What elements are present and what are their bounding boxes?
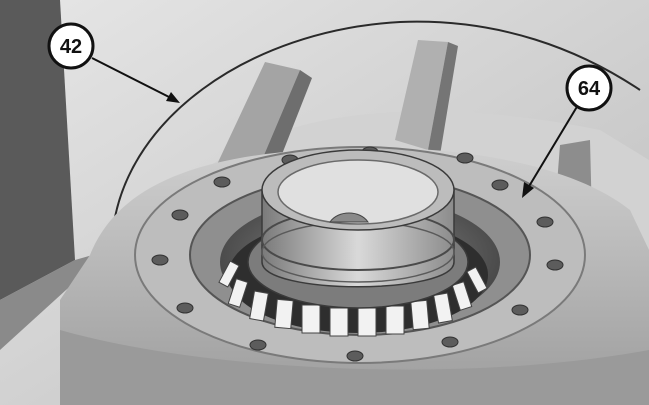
roller [329, 307, 349, 337]
callout-64: 64 [522, 64, 613, 198]
roller [218, 260, 240, 288]
callout-64-label: 64 [578, 78, 601, 100]
bolt-hole [511, 304, 529, 316]
callout-42: 42 [47, 22, 180, 103]
callout-64-leader [527, 104, 579, 189]
bolt-hole [176, 302, 194, 314]
sleeve-notch [329, 212, 369, 223]
sleeve-opening [277, 159, 439, 225]
roller [410, 299, 430, 331]
bolt-hole [249, 339, 267, 351]
left-shadow-panel [0, 0, 75, 300]
bolt-hole [536, 216, 554, 228]
roller [227, 278, 249, 308]
bolt-hole [151, 254, 169, 266]
roller [249, 290, 269, 322]
roller [357, 307, 377, 337]
callout-42-leader [91, 57, 176, 101]
bolt-holes [151, 146, 564, 362]
bearing-rollers [218, 260, 488, 337]
roller [301, 304, 321, 334]
bolt-hole [346, 350, 364, 362]
bolt-hole [546, 259, 564, 271]
roller [385, 305, 405, 335]
bolt-hole [441, 336, 459, 348]
bolt-hole [171, 209, 189, 221]
roller [274, 298, 294, 330]
callout-42-bubble [47, 22, 95, 70]
callout-64-arrowhead [522, 182, 534, 198]
bolt-hole [456, 152, 474, 164]
bolt-hole [491, 179, 509, 191]
center-rib [395, 40, 448, 150]
center-rib-shadow [428, 42, 458, 155]
callout-42-label: 42 [60, 36, 82, 58]
bolt-hole [213, 176, 231, 188]
housing-outline [111, 20, 641, 241]
roller [433, 292, 453, 324]
callout-42-arrowhead [166, 92, 180, 103]
callout-64-bubble [565, 64, 613, 112]
roller [451, 281, 473, 311]
roller [466, 266, 488, 294]
plate-front-edge [60, 330, 649, 405]
